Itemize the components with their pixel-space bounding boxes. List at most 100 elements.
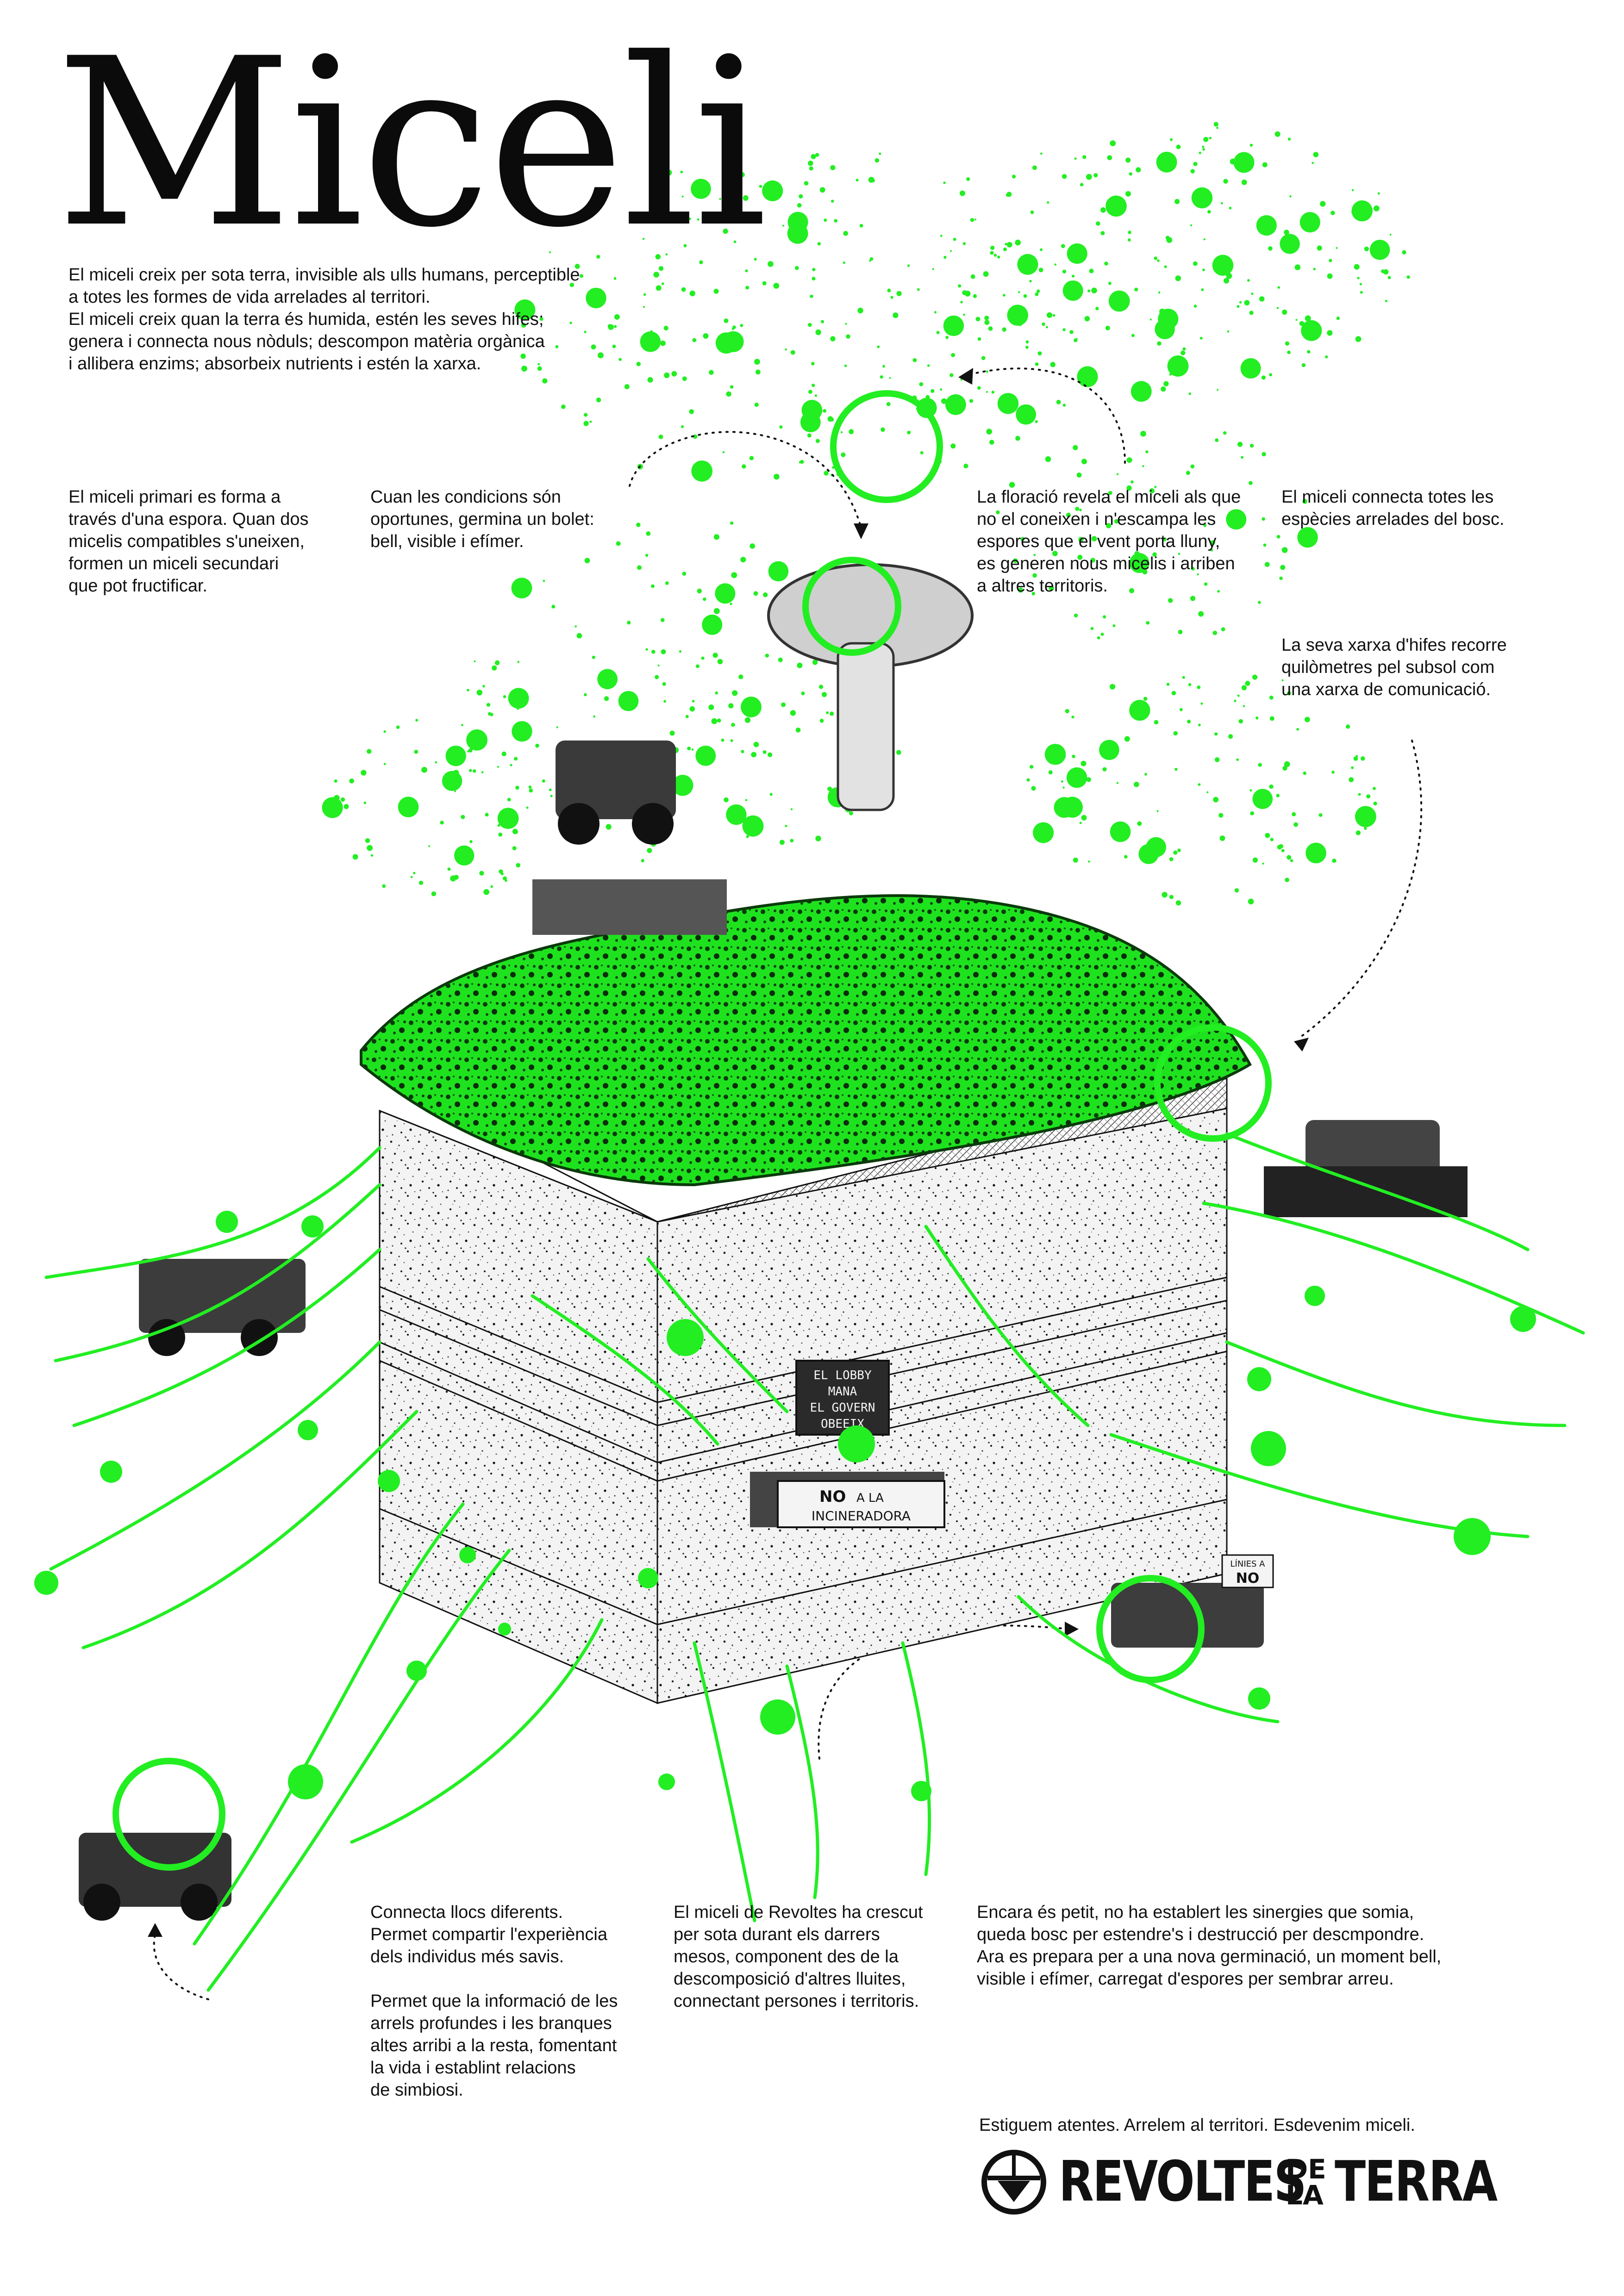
spore <box>1351 200 1373 222</box>
spore <box>1293 822 1299 827</box>
spore <box>1249 443 1254 448</box>
spore <box>830 336 836 342</box>
spore <box>984 316 989 320</box>
spore <box>1287 350 1291 355</box>
spore <box>440 821 444 825</box>
spore <box>1265 833 1270 838</box>
spore <box>1054 263 1057 266</box>
spore <box>1046 326 1048 329</box>
spore <box>970 274 975 279</box>
spore <box>1303 772 1306 775</box>
spore <box>713 608 720 614</box>
spore <box>1277 845 1282 850</box>
spore <box>1190 596 1196 601</box>
spore <box>467 689 469 691</box>
spore <box>383 763 386 765</box>
spore <box>580 274 583 278</box>
spore <box>984 320 990 325</box>
spore <box>1044 744 1066 765</box>
intro-text: El miceli creix per sota terra, invisibl… <box>69 264 580 375</box>
spore <box>1069 330 1074 334</box>
spore <box>1032 573 1037 578</box>
spore <box>352 854 358 860</box>
spore <box>1158 291 1161 294</box>
spore <box>1198 611 1204 617</box>
spore <box>1095 307 1099 311</box>
spore <box>977 386 981 390</box>
spore <box>1074 613 1078 618</box>
sign-incineradora: INCINERADORA <box>812 1508 911 1524</box>
spore <box>1297 527 1318 548</box>
spore <box>1152 552 1157 557</box>
spore <box>1203 238 1206 241</box>
llocs-line: de simbiosi. <box>370 2080 463 2100</box>
spore <box>691 179 711 199</box>
spore <box>1076 473 1082 478</box>
spore <box>1131 480 1134 484</box>
spore <box>701 656 705 660</box>
spore <box>879 152 881 155</box>
spore <box>907 430 911 435</box>
spore <box>1312 162 1314 164</box>
spore <box>517 660 520 663</box>
spore <box>963 463 968 469</box>
spore <box>841 452 846 457</box>
floracio-line: espores que el vent porta lluny, <box>977 532 1220 551</box>
spore <box>797 662 803 668</box>
spore <box>370 854 374 857</box>
spore <box>597 669 618 690</box>
spore <box>1351 766 1354 769</box>
spore <box>1198 723 1201 727</box>
spore <box>1046 312 1053 318</box>
spore <box>1301 320 1322 341</box>
spore <box>500 872 504 876</box>
spore <box>857 307 863 314</box>
spore <box>940 235 943 237</box>
spore <box>907 264 910 267</box>
spore <box>778 657 783 662</box>
spore <box>511 578 532 598</box>
spore <box>738 674 743 679</box>
spore <box>1110 821 1131 842</box>
spore <box>691 748 694 751</box>
spore <box>1198 783 1201 786</box>
spore <box>1146 837 1166 858</box>
spore <box>1313 268 1316 271</box>
bolet-line: oportunes, germina un bolet: <box>370 510 594 529</box>
spore <box>1081 815 1087 821</box>
spore <box>1114 519 1119 524</box>
spore <box>1224 278 1230 284</box>
spore <box>1285 341 1290 346</box>
spore <box>1031 786 1036 791</box>
spore <box>1131 381 1152 402</box>
spore <box>785 348 787 351</box>
spore <box>1079 509 1082 511</box>
spore <box>1107 155 1112 161</box>
spore <box>1353 756 1358 761</box>
spore <box>711 718 718 724</box>
germinacio-line: Ara es prepara per a una nova germinació… <box>977 1947 1442 1966</box>
spore <box>1168 362 1172 366</box>
spore <box>1373 205 1380 212</box>
spore <box>1258 763 1262 767</box>
spore <box>1116 473 1119 475</box>
spore <box>1229 206 1232 210</box>
spore <box>702 614 723 635</box>
spore <box>812 268 816 272</box>
spore <box>1072 754 1075 759</box>
spore <box>1084 316 1090 322</box>
spore <box>1259 296 1265 302</box>
spore <box>790 839 794 843</box>
spore <box>583 421 589 426</box>
spore <box>1066 767 1087 788</box>
photo-collage: EL LOBBY MANA EL GOVERN OBEEIX NO A LA I… <box>79 563 1468 1921</box>
spore <box>1292 812 1296 816</box>
spore <box>1191 187 1213 209</box>
spore <box>1280 565 1286 570</box>
spore <box>817 242 821 246</box>
spore <box>1238 719 1243 724</box>
spore <box>1047 201 1049 204</box>
spore <box>962 242 966 245</box>
floracio-line: La floració revela el miceli als que <box>977 487 1241 507</box>
arrow-to-soil-top <box>1300 740 1423 1038</box>
